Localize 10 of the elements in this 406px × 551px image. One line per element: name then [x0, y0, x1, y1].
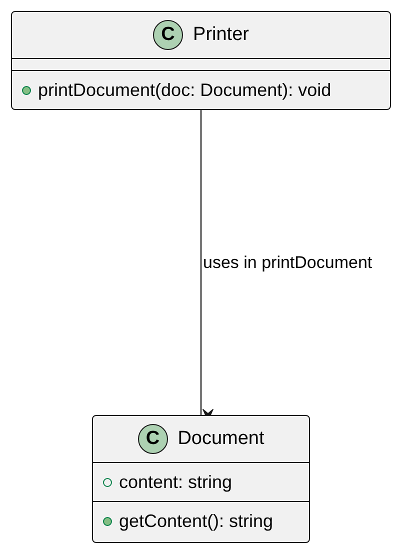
class-icon: C — [153, 20, 184, 50]
method-text: printDocument(doc: Document): void — [38, 80, 332, 100]
class-name: Document — [178, 428, 264, 450]
edge-label: uses in printDocument — [202, 253, 374, 273]
class-name: Printer — [193, 24, 249, 46]
class-icon: C — [138, 424, 168, 454]
class-box — [92, 415, 310, 543]
attribute-text: content: string — [119, 472, 232, 492]
method-text: getContent(): string — [119, 510, 274, 532]
class-box — [11, 11, 391, 110]
